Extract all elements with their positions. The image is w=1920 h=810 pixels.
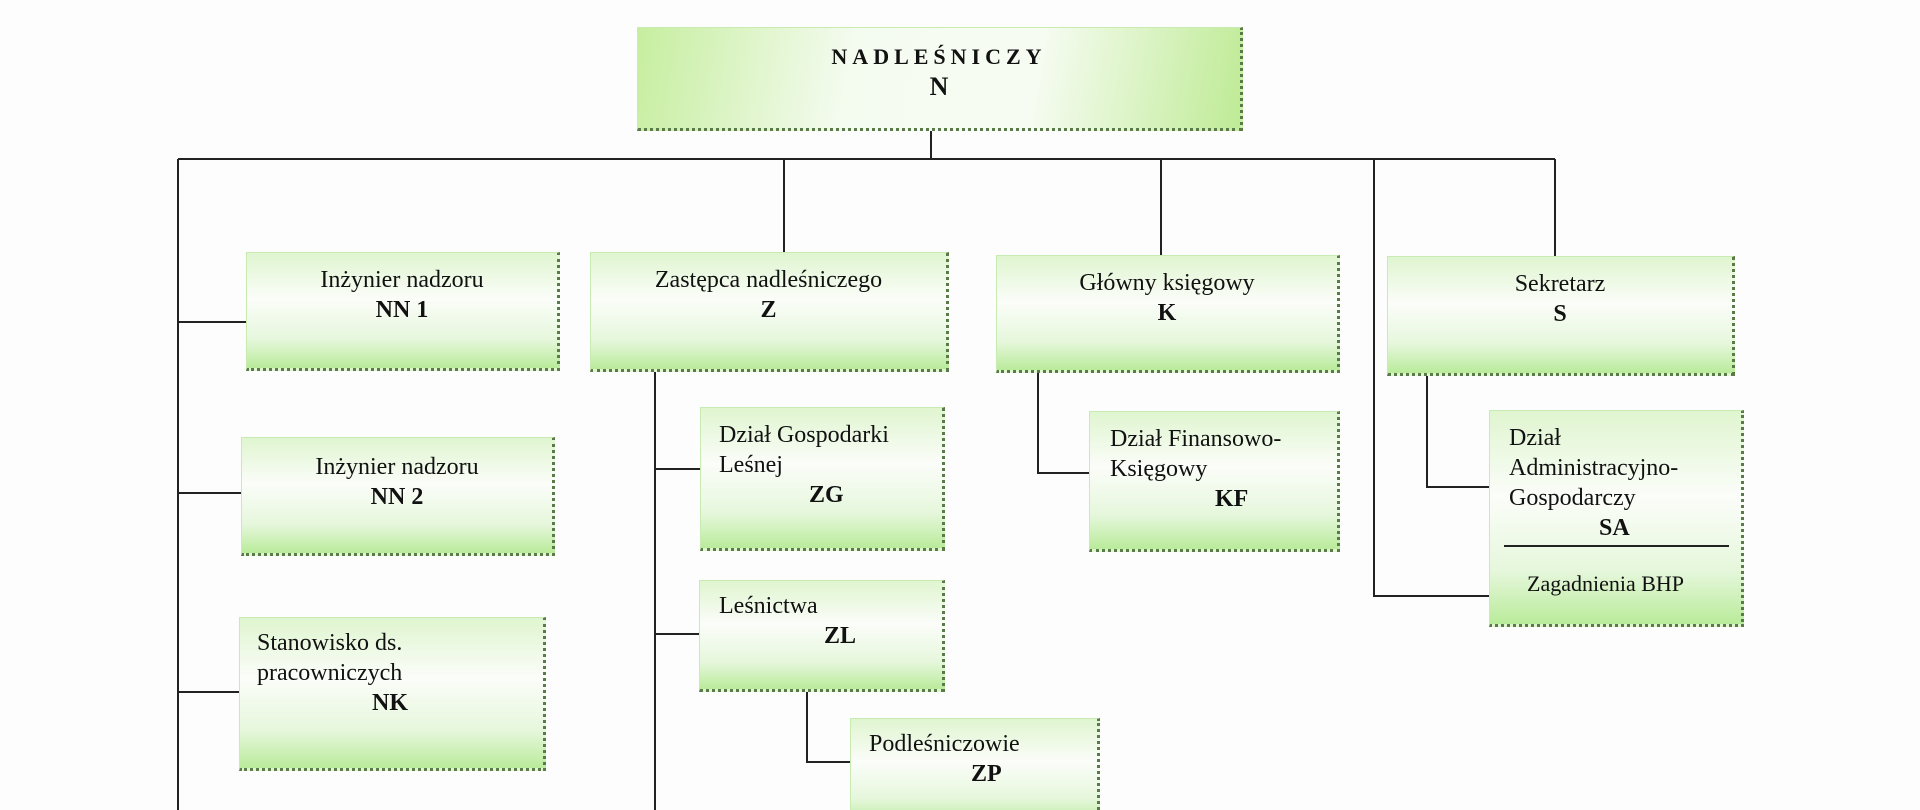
node-code: K [1157,300,1177,326]
node-title: Inżynier nadzoru [315,454,479,480]
node-subtitle: Zagadnienia BHP [1527,571,1685,596]
node-code: NK [372,690,408,716]
node-kf[interactable]: Dział Finansowo- Księgowy KF [1089,411,1340,552]
node-zg[interactable]: Dział Gospodarki Leśnej ZG [700,407,945,551]
node-title-1: Dział Gospodarki [719,422,889,448]
node-nn2[interactable]: Inżynier nadzoru NN 2 [241,437,555,556]
node-title: Inżynier nadzoru [320,267,484,293]
node-title: Główny księgowy [1079,270,1255,296]
node-code: ZG [809,482,844,508]
node-title: Podleśniczowie [869,731,1020,757]
node-z[interactable]: Zastępca nadleśniczego Z [590,252,949,372]
node-nadlesniczy[interactable]: NADLEŚNICZY N [637,27,1243,131]
node-sa[interactable]: Dział Administracyjno- Gospodarczy SA Za… [1489,410,1744,627]
node-k[interactable]: Główny księgowy K [996,255,1340,373]
node-title: Sekretarz [1514,271,1606,297]
node-code: ZL [824,623,857,649]
node-code: S [1553,301,1567,327]
node-zl[interactable]: Leśnictwa ZL [699,580,945,692]
node-title-2: Administracyjno- [1509,455,1679,481]
node-code: N [929,72,949,101]
node-title-1: Stanowisko ds. [257,630,403,656]
node-s[interactable]: Sekretarz S [1387,256,1735,376]
node-title-1: Dział Finansowo- [1110,426,1282,452]
node-title: Leśnictwa [719,593,818,619]
divider [1504,545,1729,547]
node-code: SA [1599,515,1630,541]
node-title-2: pracowniczych [257,660,403,686]
node-title-1: Dział [1509,425,1561,451]
node-code: NN 2 [370,484,424,510]
node-title: Zastępca nadleśniczego [654,267,883,293]
node-zp[interactable]: Podleśniczowie ZP [850,718,1100,810]
node-code: Z [760,297,777,323]
node-title-2: Księgowy [1110,456,1208,482]
node-code: NN 1 [375,297,429,323]
node-code: ZP [971,761,1002,787]
node-title-2: Leśnej [719,452,783,478]
node-title-3: Gospodarczy [1509,485,1636,511]
node-nn1[interactable]: Inżynier nadzoru NN 1 [246,252,560,371]
node-title: NADLEŚNICZY [831,44,1047,69]
node-nk[interactable]: Stanowisko ds. pracowniczych NK [239,617,546,771]
node-code: KF [1215,486,1249,512]
